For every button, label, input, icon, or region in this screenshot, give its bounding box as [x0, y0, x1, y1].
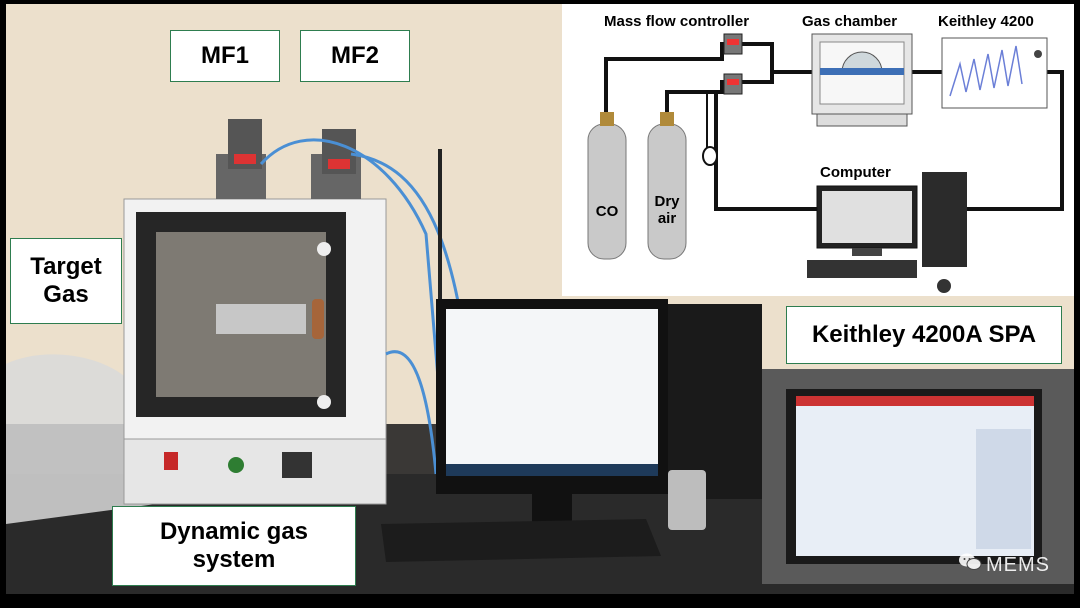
computer-label: Computer	[820, 164, 891, 181]
mass-flow-controller-label: Mass flow controller	[604, 13, 750, 30]
co-tank-label: CO	[595, 203, 619, 220]
keithley-4200-label: Keithley 4200	[938, 13, 1034, 30]
wechat-icon	[958, 552, 982, 578]
mf2-label: MF2	[300, 30, 410, 82]
target-gas-label: Target Gas	[10, 238, 122, 324]
setup-schematic-inset: Mass flow controller Gas chamber Keithle…	[562, 4, 1074, 296]
watermark-text: MEMS	[986, 553, 1050, 576]
dry-air-tank-label: Dry air	[654, 193, 680, 227]
dynamic-gas-system-label: Dynamic gas system	[112, 506, 356, 586]
mf1-label: MF1	[170, 30, 280, 82]
keithley-spa-label: Keithley 4200A SPA	[786, 306, 1062, 364]
watermark: MEMS	[958, 552, 1050, 578]
gas-chamber-label: Gas chamber	[802, 13, 898, 30]
setup-schematic	[587, 33, 1064, 293]
